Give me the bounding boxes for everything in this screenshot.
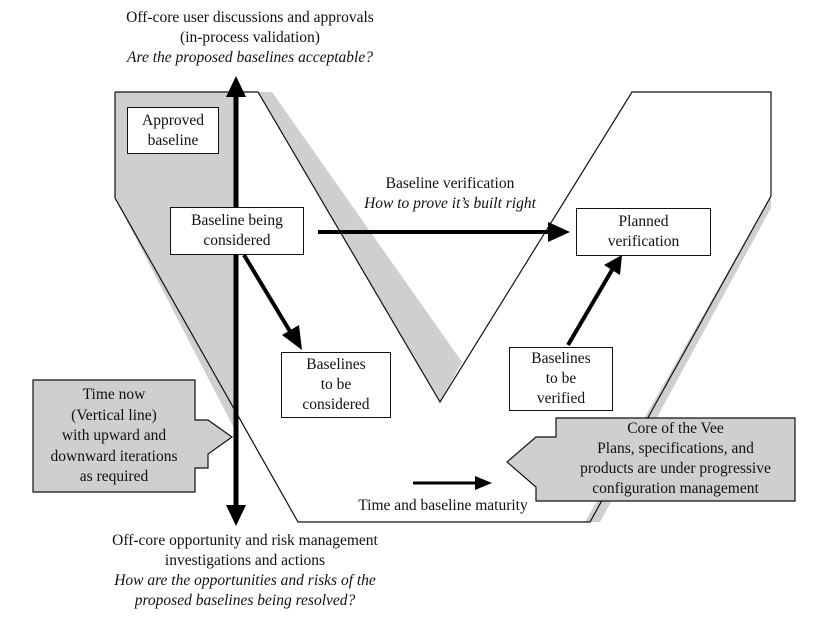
callout-line: products are under progressive (580, 460, 771, 477)
core-callout-text: Core of the Vee Plans, specifications, a… (556, 419, 795, 499)
box-line: verified (536, 390, 586, 407)
up-diagonal-arrow-line (566, 268, 614, 347)
top-annotation: Off-core user discussions and approvals … (80, 8, 420, 68)
top-annotation-question: Are the proposed baselines acceptable? (127, 49, 373, 66)
callout-line: configuration management (592, 480, 759, 497)
bottom-annotation-question-line1: How are the opportunities and risks of t… (114, 572, 376, 589)
baseline-being-considered-box: Baseline being considered (170, 207, 304, 255)
box-line: Planned (618, 213, 669, 230)
approved-baseline-box: Approved baseline (127, 107, 219, 154)
planned-verification-box: Planned verification (576, 208, 711, 256)
verification-arrowhead-icon (548, 222, 570, 242)
bottom-annotation-line1: Off-core opportunity and risk management (112, 532, 378, 549)
left-leg-shadow (258, 92, 462, 402)
bottom-annotation-line2: investigations and actions (164, 552, 326, 569)
core-callout-shape (506, 417, 796, 502)
callout-line: (Vertical line) (71, 406, 157, 424)
callout-line: downward iterations (50, 447, 178, 465)
up-arrowhead-icon (226, 76, 246, 97)
down-diagonal-arrow-line (242, 253, 293, 335)
verification-title: Baseline verification (385, 175, 515, 192)
callout-line: with upward and (61, 427, 167, 444)
callout-line: Time now (82, 386, 146, 403)
baselines-to-be-verified-box: Baselines to be verified (509, 347, 613, 411)
down-diagonal-arrowhead-icon (282, 325, 302, 350)
callout-line: Core of the Vee (627, 420, 724, 437)
callout-line: as required (79, 468, 149, 485)
vee-outline (114, 91, 772, 523)
top-annotation-line2: (in-process validation) (180, 29, 320, 46)
box-line: baseline (147, 131, 199, 149)
box-line: Baseline being (191, 212, 283, 229)
verification-label: Baseline verification How to prove it’s … (340, 174, 560, 214)
time-now-callout-shape (32, 379, 234, 493)
top-annotation-line1: Off-core user discussions and approvals (126, 9, 374, 26)
bottom-annotation-question-line2: proposed baselines being resolved? (134, 592, 356, 609)
bottom-annotation: Off-core opportunity and risk management… (75, 531, 415, 611)
box-line: to be (320, 376, 352, 393)
baselines-to-be-considered-box: Baselines to be considered (281, 352, 391, 418)
up-diagonal-arrowhead-icon (604, 255, 622, 275)
approved-region-shade (115, 92, 236, 432)
box-line: verification (607, 233, 680, 250)
box-line: considered (203, 232, 271, 249)
time-axis-label: Time and baseline maturity (358, 497, 528, 514)
time-now-callout-text: Time now (Vertical line) with upward and… (33, 385, 195, 488)
box-line: to be (545, 370, 577, 387)
time-maturity-arrowhead-icon (475, 476, 492, 490)
box-line: Baselines (306, 356, 366, 373)
box-line: considered (302, 396, 370, 413)
box-line: Approved (142, 111, 204, 129)
box-line: Baselines (531, 350, 591, 367)
verification-subtitle: How to prove it’s built right (364, 195, 536, 212)
callout-line: Plans, specifications, and (597, 440, 754, 457)
down-arrowhead-icon (226, 505, 246, 526)
